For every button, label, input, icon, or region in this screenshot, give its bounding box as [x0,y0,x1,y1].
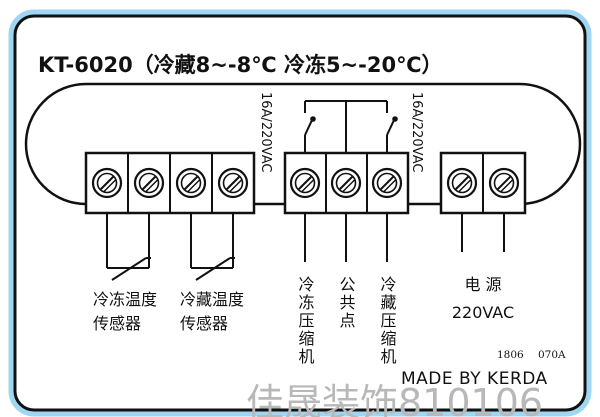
common-point-label: 公共点 [337,276,356,330]
sensor-wires [106,213,235,281]
screw-terminal-5 [289,167,321,199]
sensor-freezer-label-1: 冷冻温度 [93,290,157,309]
compressor-freezer-label: 冷冻压缩机 [296,276,315,366]
outer-glow [8,9,592,417]
contact-rating-right: 16A/220VAC [409,92,424,172]
screw-terminal-1 [91,167,123,199]
screw-terminal-6 [330,167,362,199]
power-voltage-label: 220VAC [452,303,514,322]
screw-terminal-2 [133,167,165,199]
watermark: 佳晟装饰810106 [246,381,543,417]
screw-terminal-9 [488,167,520,199]
code-left: 1806 [497,349,524,361]
screw-terminal-3 [175,167,207,199]
contact-rating-left: 16A/220VAC [258,92,273,172]
screw-terminal-4 [217,167,249,199]
screw-terminal-8 [446,167,478,199]
relay-contacts [304,100,398,153]
sensor-fridge-label-2: 传感器 [180,314,228,333]
load-wires [304,213,505,262]
compressor-fridge-label: 冷藏压缩机 [378,276,397,366]
screw-terminal-7 [371,167,403,199]
sensor-fridge-label-1: 冷藏温度 [180,290,244,309]
sensor-freezer-label-2: 传感器 [93,314,141,333]
power-label: 电 源 [464,275,501,294]
maker-label: MADE BY KERDA [401,369,548,389]
code-right: 070A [538,349,566,361]
diagram-title: KT-6020（冷藏8~-8℃ 冷冻5~-20℃） [38,53,443,77]
